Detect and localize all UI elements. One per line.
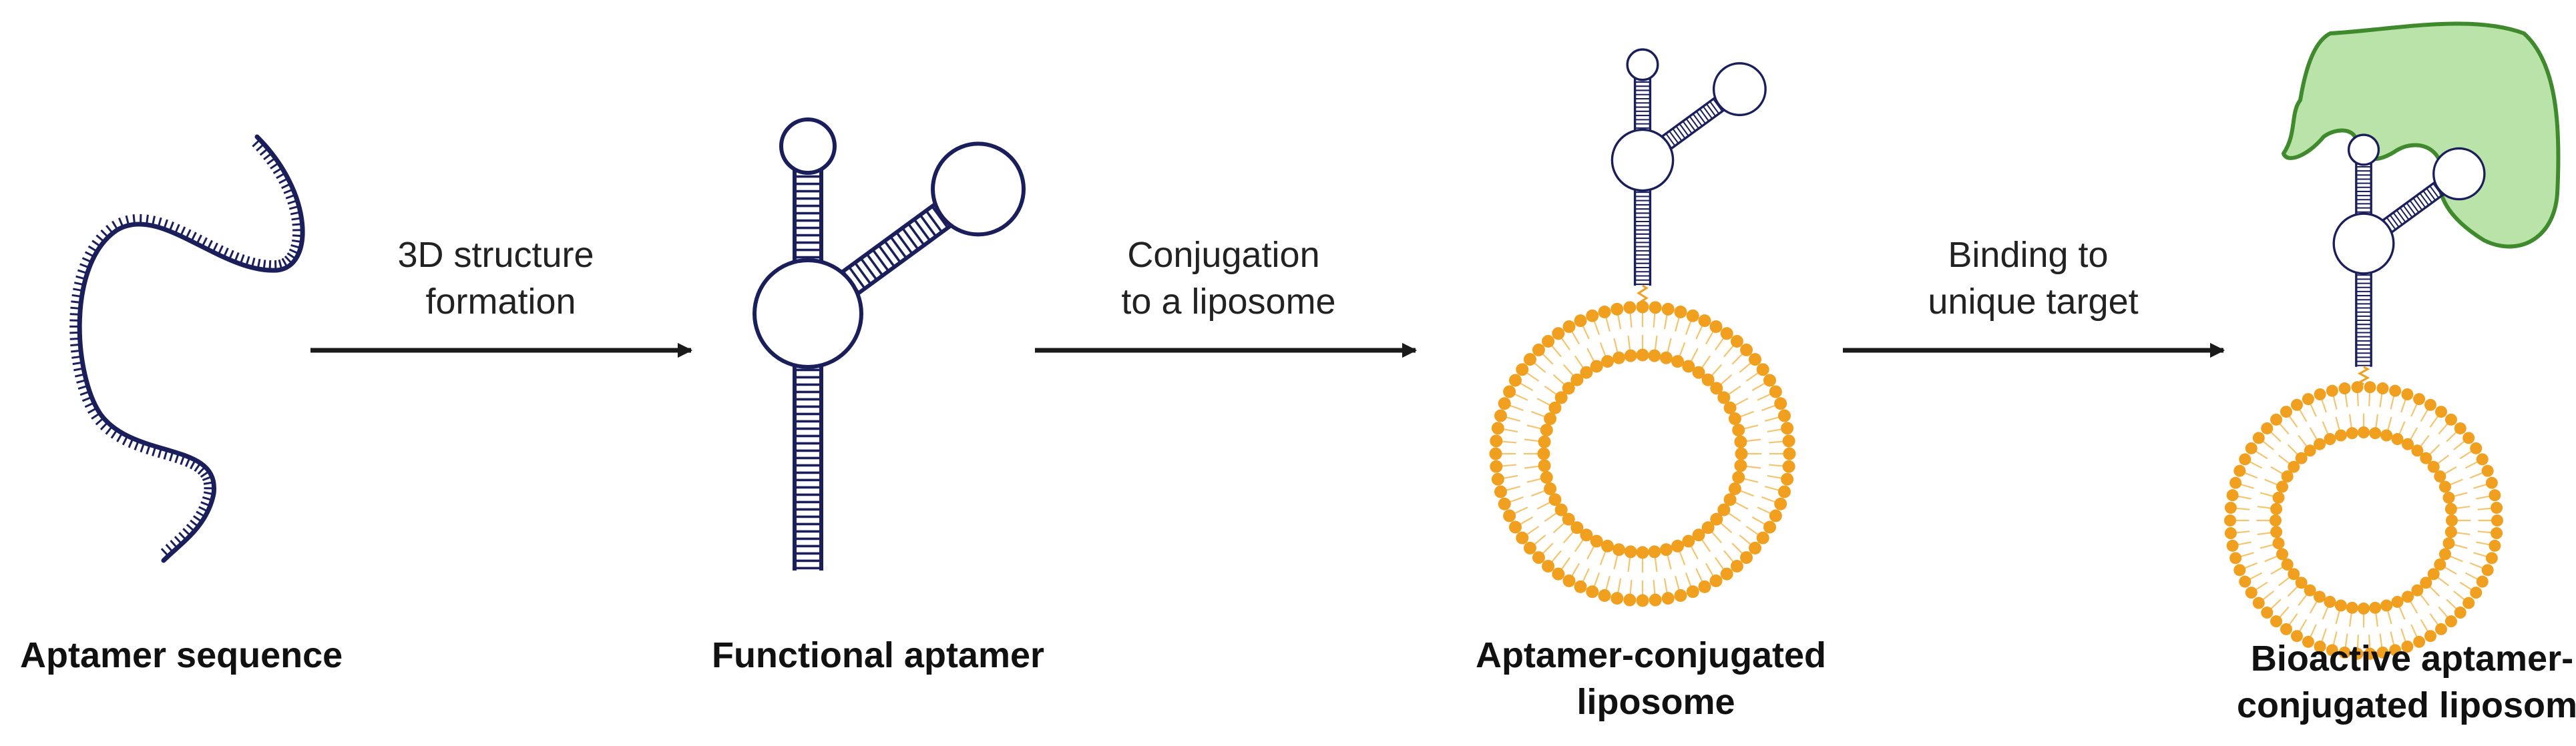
- stage-label-4-line-1: Bioactive aptamer-: [2251, 639, 2573, 679]
- aptamer-strand-icon: [69, 134, 305, 563]
- arrow-label-3-line-2: unique target: [1928, 282, 2138, 322]
- arrow-label-2-line-2: to a liposome: [1121, 282, 1335, 322]
- target-protein-icon: [2282, 21, 2561, 249]
- stage-label-4: Bioactive aptamer- conjugated liposome: [2237, 639, 2576, 725]
- stage-label-4-line-2: conjugated liposome: [2237, 685, 2576, 725]
- arrow-label-3-line-1: Binding to: [1948, 235, 2108, 275]
- arrow-label-1-line-2: formation: [425, 282, 576, 322]
- stage-label-3-line-2: liposome: [1576, 682, 1735, 722]
- folded-aptamer-icon: [753, 117, 1026, 571]
- stage-label-3: Aptamer-conjugated liposome: [1476, 635, 1836, 722]
- liposome-icon: [1489, 48, 1796, 607]
- arrow-label-2: Conjugation to a liposome: [1121, 235, 1335, 322]
- arrow-label-1: 3D structure formation: [397, 235, 604, 322]
- stage-label-1: Aptamer sequence: [20, 635, 343, 675]
- stage-label-3-line-1: Aptamer-conjugated: [1476, 635, 1826, 675]
- stage-label-1-line-1: Aptamer sequence: [20, 635, 343, 675]
- arrow-label-3: Binding to unique target: [1928, 235, 2138, 322]
- arrow-label-2-line-1: Conjugation: [1127, 235, 1319, 275]
- stage-label-2: Functional aptamer: [712, 635, 1044, 675]
- stage-label-2-line-1: Functional aptamer: [712, 635, 1044, 675]
- liposome-icon: [2224, 133, 2503, 660]
- arrow-label-1-line-1: 3D structure: [397, 235, 594, 275]
